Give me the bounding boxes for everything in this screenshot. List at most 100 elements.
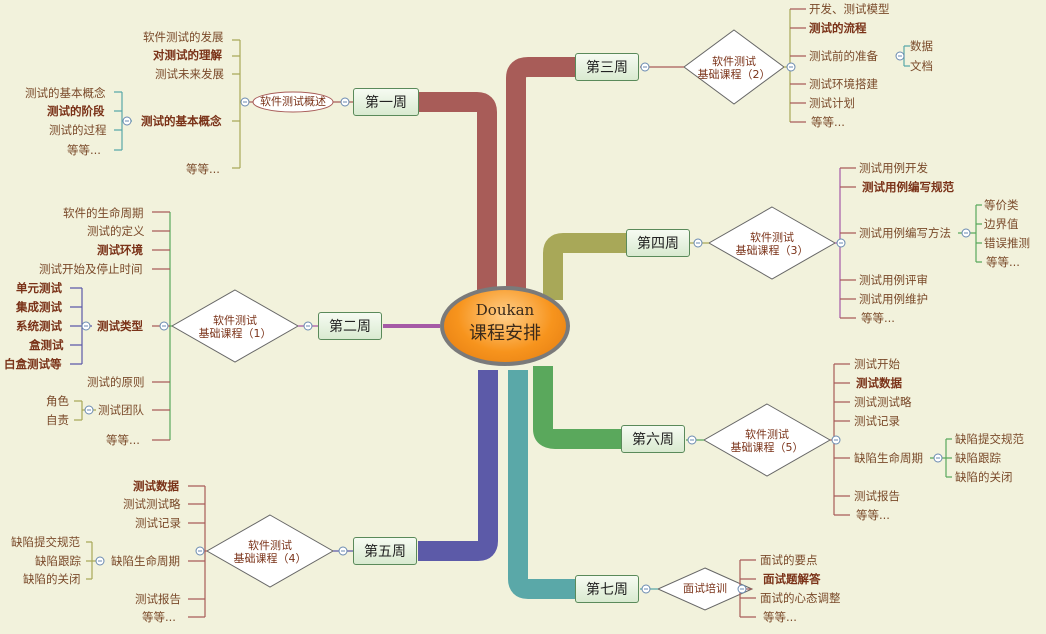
week4-method[interactable]: 边界值 (984, 217, 1019, 231)
week2-item[interactable]: 软件的生命周期 (63, 206, 144, 220)
diamond-week2 (170, 289, 300, 363)
week2-topic-line2: 基础课程（1） (198, 327, 272, 340)
week3-node[interactable]: 第三周 (575, 53, 639, 81)
week6-topic[interactable]: 软件测试 基础课程（5） (707, 428, 827, 454)
week2-node[interactable]: 第二周 (318, 312, 382, 340)
week7-item[interactable]: 面试题解答 (763, 572, 821, 586)
week6-defect[interactable]: 缺陷提交规范 (955, 432, 1024, 446)
week1-sub[interactable]: 测试的基本概念 (25, 86, 106, 100)
week2-topic[interactable]: 软件测试 基础课程（1） (175, 314, 295, 340)
week6-item[interactable]: 缺陷生命周期 (854, 451, 923, 465)
week3-item[interactable]: 等等... (811, 115, 845, 129)
diamond-week4 (707, 206, 837, 280)
center-title-cn: 课程安排 (469, 323, 541, 344)
week2-type[interactable]: 系统测试 (16, 319, 62, 333)
week3-item[interactable]: 测试计划 (809, 96, 855, 110)
week1-item[interactable]: 测试的基本概念 (141, 114, 222, 128)
week1-sub[interactable]: 测试的阶段 (47, 104, 105, 118)
week1-item[interactable]: 软件测试的发展 (143, 30, 224, 44)
week2-item[interactable]: 测试的定义 (87, 224, 145, 238)
week3-item[interactable]: 测试环境搭建 (809, 77, 878, 91)
week2-team[interactable]: 角色 (46, 394, 69, 408)
week2-type[interactable]: 单元测试 (16, 281, 62, 295)
week1-sub[interactable]: 测试的过程 (49, 123, 107, 137)
week2-type[interactable]: 白盒测试等 (4, 357, 62, 371)
week1-sub[interactable]: 等等... (67, 143, 101, 157)
week2-topic-line1: 软件测试 (213, 314, 257, 327)
week2-item[interactable]: 测试开始及停止时间 (39, 262, 143, 276)
week1-topic[interactable]: 软件测试概述 (260, 95, 326, 108)
week5-node[interactable]: 第五周 (353, 537, 417, 565)
week2-item[interactable]: 测试的原则 (87, 375, 145, 389)
week4-item[interactable]: 测试用例编写规范 (862, 180, 954, 194)
branch-week3 (506, 57, 577, 290)
week6-topic-line2: 基础课程（5） (730, 441, 804, 454)
branch-week4 (543, 233, 628, 300)
week3-topic-line1: 软件测试 (712, 55, 756, 68)
week6-topic-line1: 软件测试 (745, 428, 789, 441)
week5-topic[interactable]: 软件测试 基础课程（4） (210, 539, 330, 565)
week4-node[interactable]: 第四周 (626, 229, 690, 257)
week6-item[interactable]: 测试测试略 (854, 395, 912, 409)
week3-topic[interactable]: 软件测试 基础课程（2） (676, 55, 792, 81)
week5-defect[interactable]: 缺陷的关闭 (23, 572, 81, 586)
week6-item[interactable]: 等等... (856, 508, 890, 522)
week5-defect[interactable]: 缺陷跟踪 (35, 554, 81, 568)
week5-item[interactable]: 缺陷生命周期 (111, 554, 180, 568)
week2-item[interactable]: 测试团队 (98, 403, 144, 417)
week6-defect[interactable]: 缺陷的关闭 (955, 470, 1013, 484)
week4-item[interactable]: 测试用例评审 (859, 273, 928, 287)
week2-type[interactable]: 集成测试 (16, 300, 62, 314)
branch-week1 (417, 92, 497, 290)
week4-item[interactable]: 测试用例编写方法 (859, 226, 951, 240)
week1-node[interactable]: 第一周 (353, 88, 419, 116)
week3-item[interactable]: 开发、测试模型 (809, 2, 890, 16)
week4-topic-line2: 基础课程（3） (735, 244, 809, 257)
week4-item[interactable]: 测试用例开发 (859, 161, 928, 175)
week5-topic-line2: 基础课程（4） (233, 552, 307, 565)
week7-node[interactable]: 第七周 (575, 575, 639, 603)
week7-item[interactable]: 面试的要点 (760, 553, 818, 567)
week4-item[interactable]: 测试用例维护 (859, 292, 928, 306)
diamond-week3 (683, 29, 785, 105)
week6-item[interactable]: 测试记录 (854, 414, 900, 428)
week1-item[interactable]: 等等... (186, 162, 220, 176)
week6-item[interactable]: 测试报告 (854, 489, 900, 503)
week3-item[interactable]: 测试的流程 (809, 21, 867, 35)
branch-week7 (508, 370, 577, 599)
week4-topic[interactable]: 软件测试 基础课程（3） (712, 231, 832, 257)
diamond-week7 (656, 567, 754, 611)
week3-prep[interactable]: 文档 (910, 59, 933, 73)
week3-topic-line2: 基础课程（2） (697, 68, 771, 81)
week7-item[interactable]: 等等... (763, 610, 797, 624)
week7-topic[interactable]: 面试培训 (683, 582, 727, 595)
week2-item[interactable]: 测试环境 (97, 243, 143, 257)
week5-defect[interactable]: 缺陷提交规范 (11, 535, 80, 549)
week6-item[interactable]: 测试数据 (856, 376, 902, 390)
week5-topic-line1: 软件测试 (248, 539, 292, 552)
week7-item[interactable]: 面试的心态调整 (760, 591, 841, 605)
week2-type[interactable]: 盒测试 (29, 338, 64, 352)
week1-item[interactable]: 对测试的理解 (153, 48, 222, 62)
week3-prep[interactable]: 数据 (910, 39, 933, 53)
week5-item[interactable]: 等等... (142, 610, 176, 624)
week2-team[interactable]: 自责 (46, 413, 69, 427)
week5-item[interactable]: 测试数据 (133, 479, 179, 493)
week3-item[interactable]: 测试前的准备 (809, 49, 878, 63)
week1-item[interactable]: 测试未来发展 (155, 67, 224, 81)
week6-item[interactable]: 测试开始 (854, 357, 900, 371)
diamond-week6 (702, 403, 832, 477)
week5-item[interactable]: 测试测试略 (123, 497, 181, 511)
week4-item[interactable]: 等等... (861, 311, 895, 325)
week6-node[interactable]: 第六周 (621, 425, 685, 453)
week4-method[interactable]: 等等... (986, 255, 1020, 269)
week6-defect[interactable]: 缺陷跟踪 (955, 451, 1001, 465)
week2-item[interactable]: 等等... (106, 433, 140, 447)
center-node[interactable]: Doukan 课程安排 (440, 286, 570, 366)
week4-method[interactable]: 等价类 (984, 198, 1019, 212)
week2-item[interactable]: 测试类型 (97, 319, 143, 333)
week4-method[interactable]: 错误推测 (984, 236, 1030, 250)
week5-item[interactable]: 测试记录 (135, 516, 181, 530)
week5-item[interactable]: 测试报告 (135, 592, 181, 606)
